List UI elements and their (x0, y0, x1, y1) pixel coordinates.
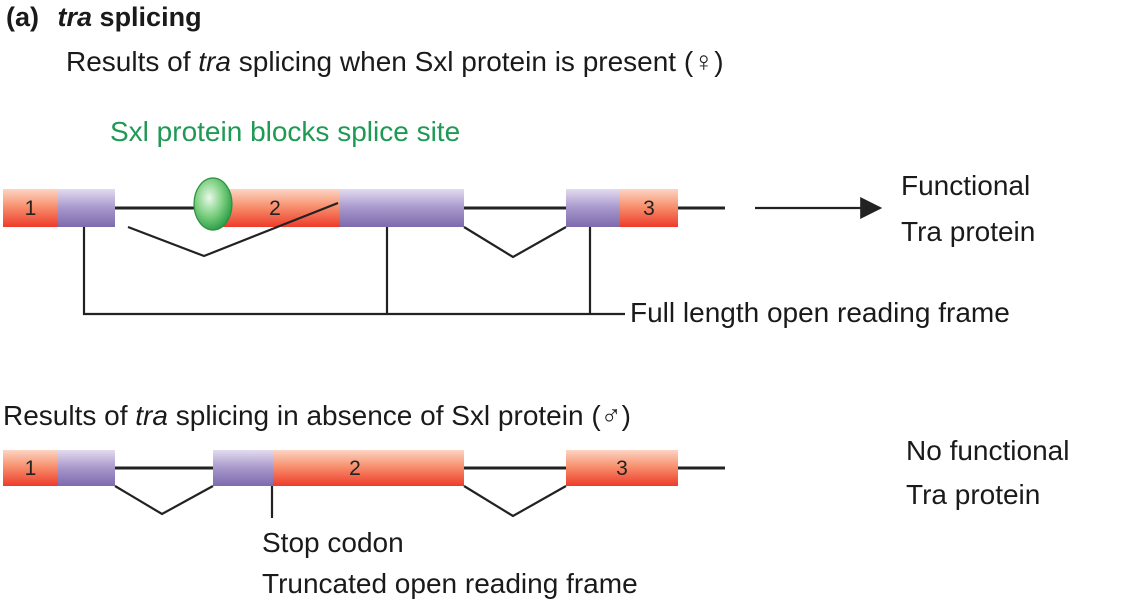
female-exon-3 (620, 189, 678, 227)
male-orf-label: Truncated open reading frame (262, 568, 638, 599)
panel-title-word: splicing (99, 2, 202, 32)
panel-gene: tra (57, 2, 93, 32)
male-caption: Results of tra splicing in absence of Sx… (3, 402, 631, 430)
male-exon-1-label: 1 (24, 457, 37, 480)
female-caption-after: splicing when Sxl protein is present (♀) (238, 46, 724, 77)
female-exon-1 (3, 189, 58, 227)
male-exon-2-label: 2 (349, 457, 361, 480)
male-result-line-2: Tra protein (906, 479, 1041, 510)
male-exon-2-splice-region (213, 450, 273, 486)
male-caption-after: splicing in absence of Sxl protein (♂) (175, 400, 631, 431)
female-exon-1-label: 1 (24, 197, 37, 220)
female-exon-3-splice-region (566, 189, 620, 227)
sxl-label: Sxl protein blocks splice site (110, 116, 461, 147)
female-splice-junction-2-3 (463, 226, 567, 259)
female-result-line-2: Tra protein (901, 216, 1036, 247)
female-exon-2-label: 2 (269, 197, 281, 220)
female-exon-2 (213, 189, 340, 227)
female-orf-bracket (82, 227, 625, 316)
female-caption-gene: tra (198, 46, 231, 77)
panel-title: (a) tra splicing (6, 4, 202, 31)
male-splice-junction-2-3 (463, 485, 567, 518)
female-exon-1-splice-region (58, 189, 115, 227)
male-exon-1 (3, 450, 58, 486)
sxl-protein-oval (193, 177, 233, 231)
male-exon-3 (566, 450, 678, 486)
female-splice-junction-1-2 (127, 201, 339, 258)
male-caption-gene: tra (135, 400, 168, 431)
female-caption: Results of tra splicing when Sxl protein… (66, 48, 724, 76)
male-transcript (3, 450, 725, 518)
male-exon-1-splice-region (58, 450, 115, 486)
female-orf-label: Full length open reading frame (630, 297, 1010, 328)
panel-label: (a) (6, 2, 39, 32)
stop-codon-label: Stop codon (262, 527, 404, 558)
male-exon-3-label: 3 (616, 457, 628, 480)
male-result-line-1: No functional (906, 435, 1070, 466)
female-transcript (3, 177, 883, 316)
male-exon-2 (273, 450, 464, 486)
male-splice-junction-1-2 (114, 485, 214, 516)
male-caption-before: Results of (3, 400, 128, 431)
female-exon-2-splice-region (340, 189, 464, 227)
female-exon-3-label: 3 (643, 197, 655, 220)
female-result-line-1: Functional (901, 170, 1031, 201)
female-caption-before: Results of (66, 46, 191, 77)
